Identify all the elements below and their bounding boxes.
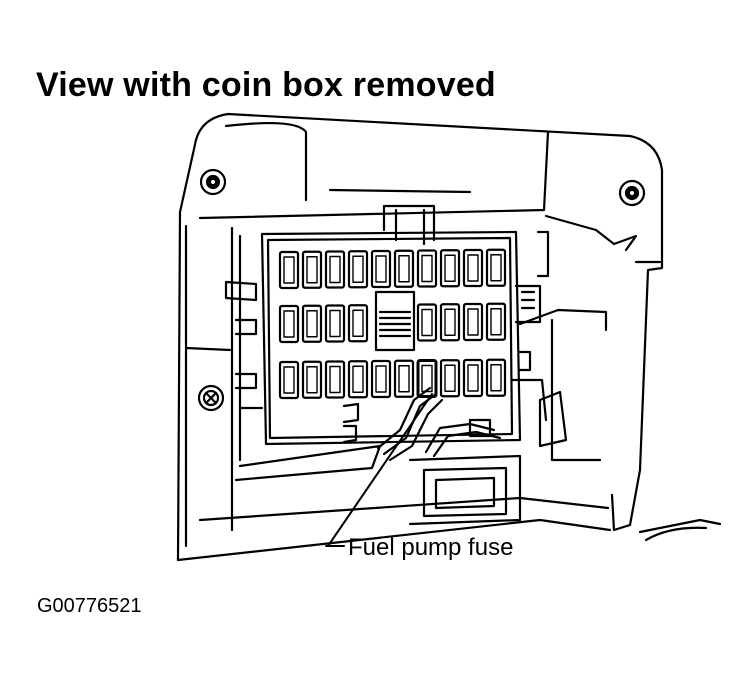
fuse-3-8 — [439, 359, 461, 398]
dash-housing — [176, 112, 722, 562]
wiring-harness — [234, 386, 502, 482]
fuse-2-9 — [462, 302, 484, 342]
fuse-1-8 — [439, 249, 461, 288]
fuse-2-7 — [416, 303, 438, 342]
fuse-2-3 — [324, 304, 346, 343]
fuse-2-10 — [485, 302, 507, 341]
fuse-1-9 — [462, 248, 484, 288]
fuel-pump-fuse-label: Fuel pump fuse — [348, 534, 514, 561]
fuse-2-8 — [439, 303, 461, 342]
fuse-1-6 — [393, 249, 415, 288]
fuse-2-4 — [347, 304, 369, 343]
mounting-screw-left-top — [199, 168, 227, 196]
figure-id: G00776521 — [37, 595, 142, 617]
callout-leader-line — [325, 393, 433, 547]
fuse-2-2 — [301, 304, 323, 343]
mounting-screw-left-middle — [197, 384, 225, 412]
fuse-3-3 — [324, 360, 346, 399]
diagram-title: View with coin box removed — [36, 66, 496, 104]
fuse-1-5 — [370, 249, 392, 289]
fuse-3-10 — [485, 358, 507, 397]
fuse-1-7 — [416, 249, 438, 288]
fuse-1-1 — [278, 250, 300, 290]
lower-connector — [408, 454, 522, 526]
fuse-1-10 — [485, 248, 507, 287]
fuse-1-2 — [301, 250, 323, 289]
right-side-components — [510, 230, 608, 462]
fuse-3-2 — [301, 360, 323, 399]
fuse-3-9 — [462, 358, 484, 398]
mounting-screw-right-top — [618, 179, 646, 207]
fuse-3-5 — [370, 359, 392, 399]
fuse-3-6 — [393, 359, 415, 398]
fuse-2-1 — [278, 304, 300, 344]
fuse-1-3 — [324, 250, 346, 289]
left-bracket — [224, 226, 264, 532]
fuse-rows — [278, 248, 507, 400]
fuse-1-4 — [347, 250, 369, 289]
fuse-3-1 — [278, 360, 300, 400]
fuse-box — [260, 204, 522, 446]
fuse-3-4 — [347, 360, 369, 399]
